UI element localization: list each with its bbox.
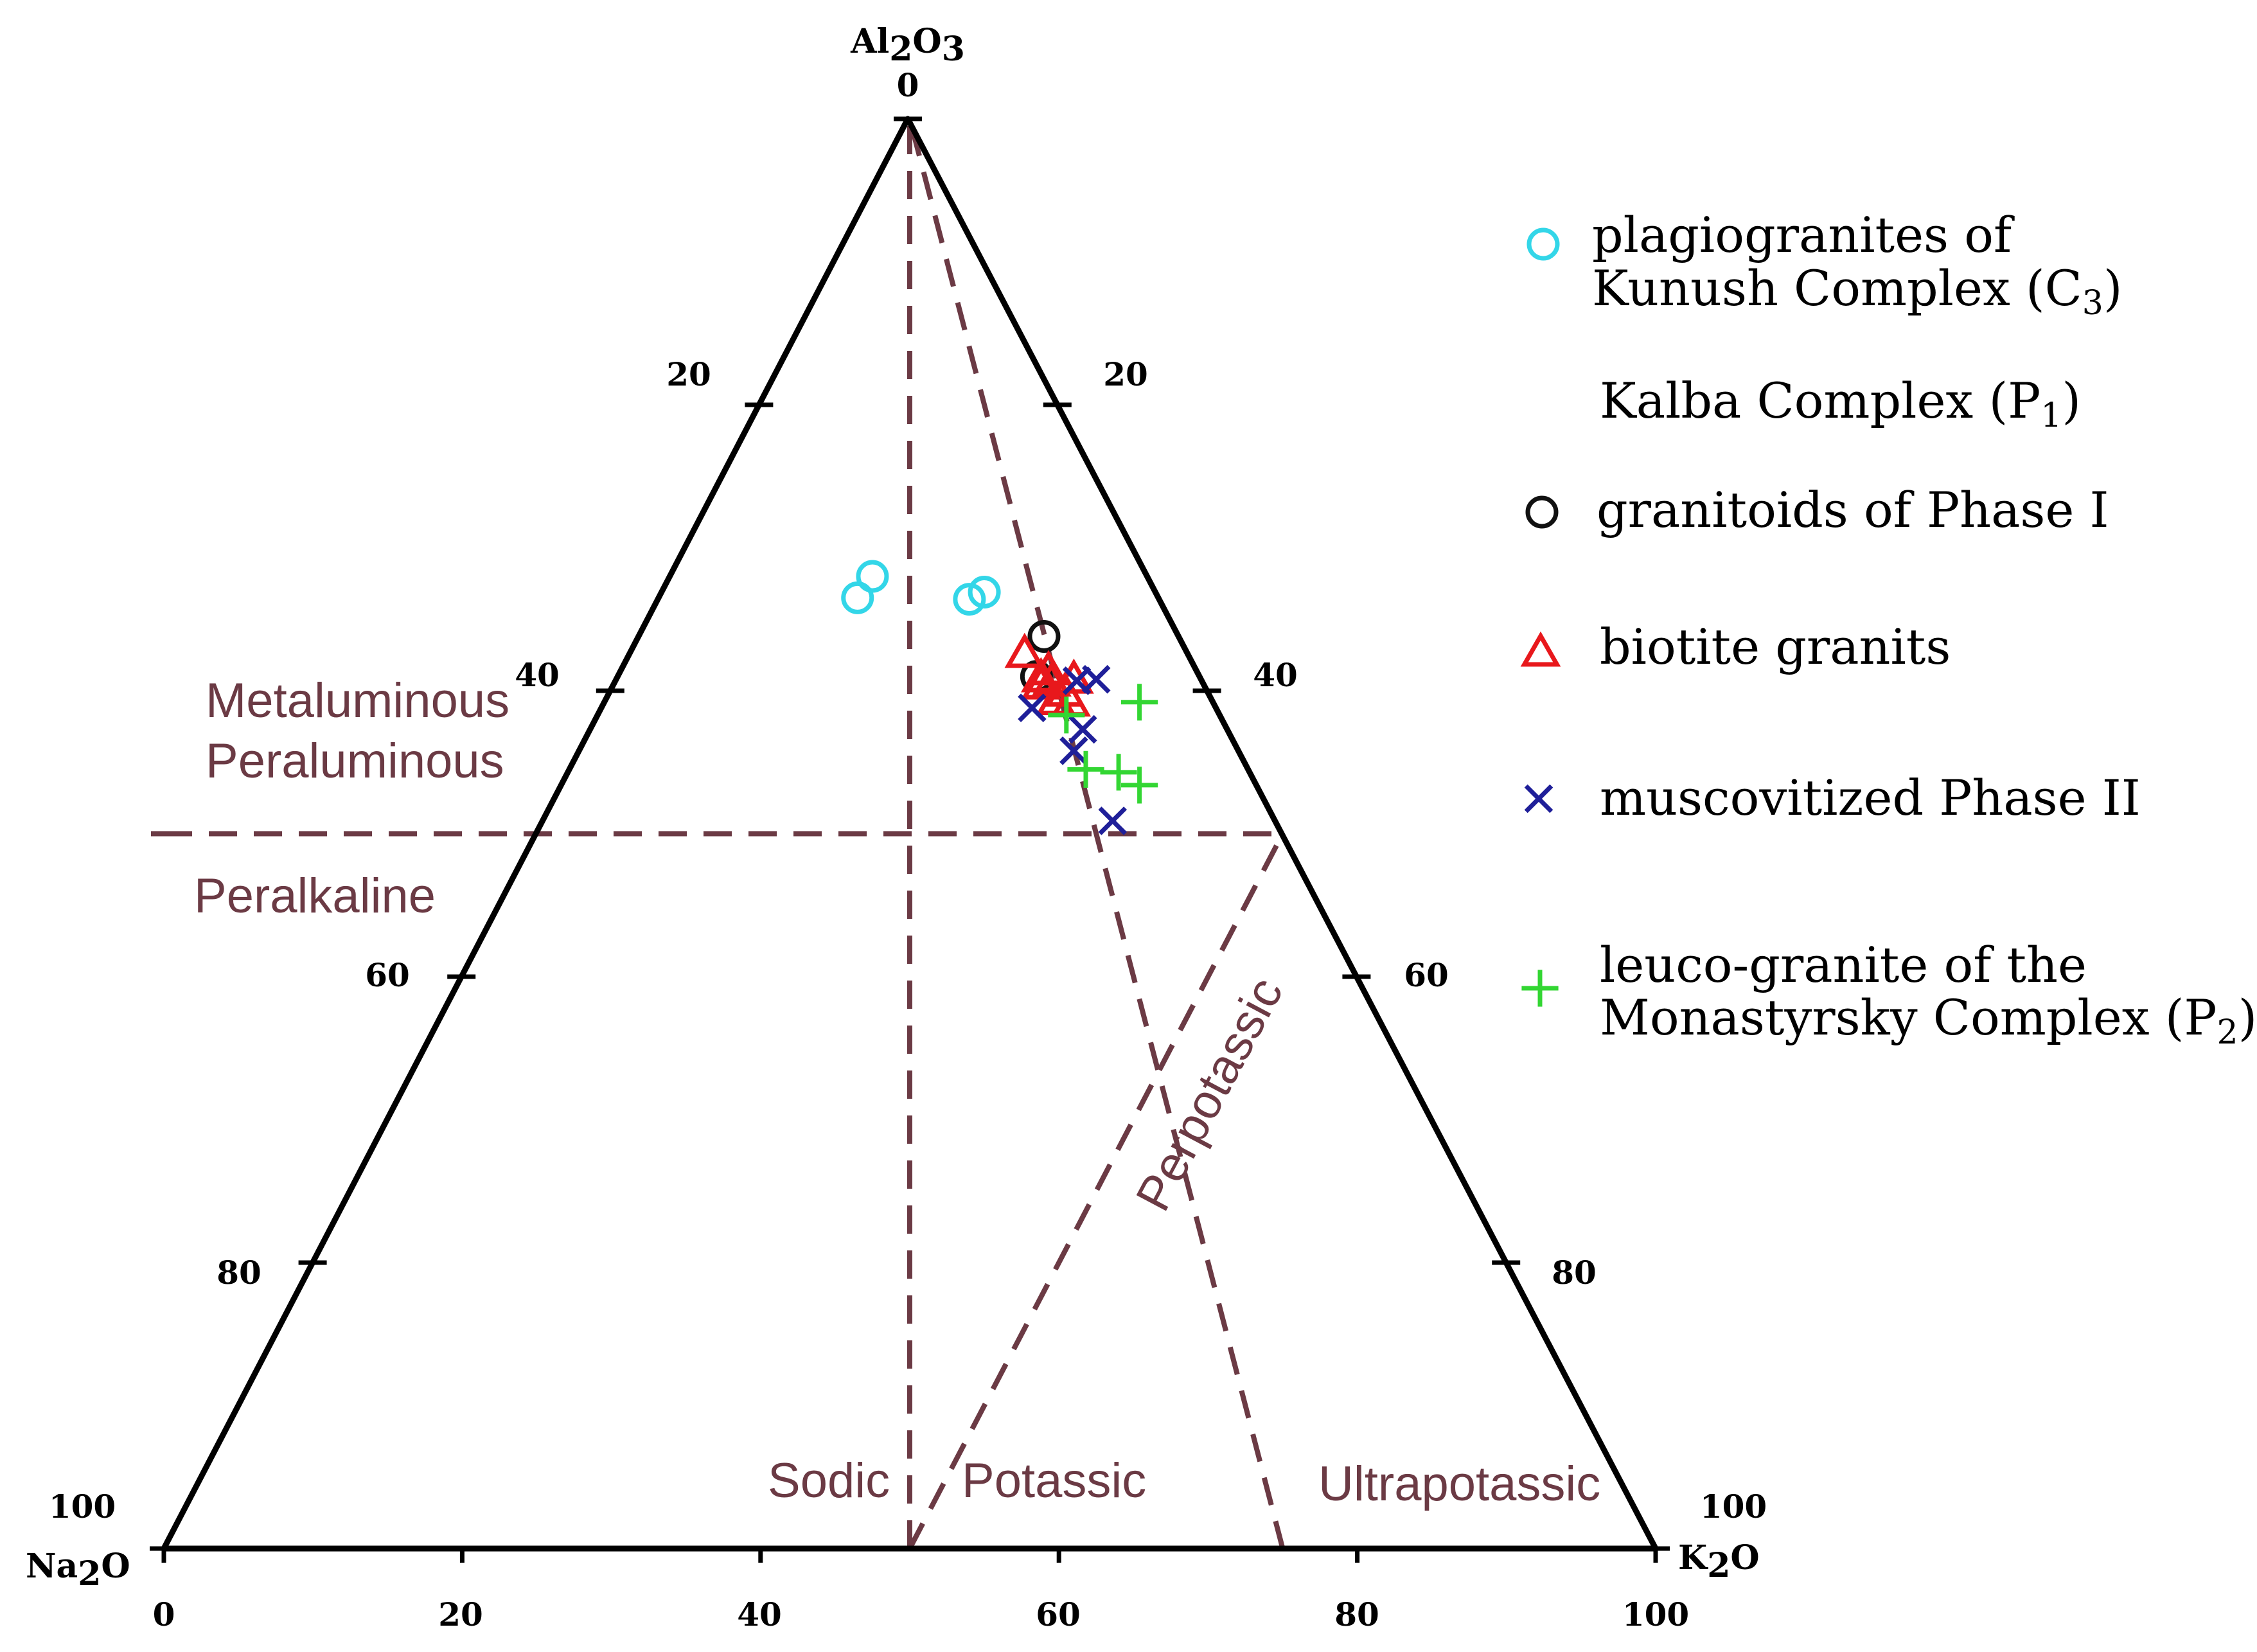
legend-entry-granitoids-phase-i: granitoids of Phase I (1597, 481, 2109, 538)
field-label-peralkaline: Peralkaline (194, 869, 436, 923)
left-tick-label: 0 (897, 66, 919, 104)
bottom-tick-label: 80 (1334, 1595, 1379, 1633)
left-tick-label: 80 (217, 1254, 261, 1292)
bottom-tick-labels: 0 20 40 60 80 100 (153, 1595, 1690, 1633)
data-point-s4 (1059, 736, 1088, 765)
bottom-tick-label: 20 (438, 1595, 483, 1633)
legend-marker-s2 (1525, 495, 1559, 529)
left-tick-label: 100 (49, 1488, 116, 1525)
data-point-s4 (1018, 693, 1047, 722)
data-points (841, 560, 1158, 835)
right-tick-label: 20 (1103, 355, 1148, 393)
legend-marker-s4 (1524, 784, 1553, 813)
right-tick-label: 80 (1552, 1254, 1597, 1292)
data-point-s1 (953, 583, 986, 616)
data-point-s5 (1120, 684, 1158, 721)
right-tick-label: 60 (1404, 956, 1449, 994)
boundary-ultrapotassic (907, 118, 1286, 1550)
data-point-s4 (1081, 664, 1111, 694)
legend-marker-s3 (1520, 631, 1561, 667)
apex-label-al2o3: Al2O3 (850, 22, 965, 69)
data-point-s5 (1100, 754, 1137, 791)
apex-label-na2o: Na2O (26, 1547, 130, 1594)
data-point-s3 (1021, 657, 1061, 693)
legend-header-kalba-complex: Kalba Complex (P1) (1600, 372, 2081, 435)
data-point-s4 (1068, 715, 1097, 744)
legend-entry-muscovitized-phase-ii: muscovitized Phase II (1600, 769, 2141, 826)
data-point-s4 (1098, 806, 1128, 835)
legend-marker-s1 (1527, 227, 1560, 261)
data-point-s3 (1004, 632, 1045, 668)
right-tick-label: 100 (1700, 1488, 1767, 1525)
apex-label-k2o: K2O (1678, 1538, 1760, 1585)
boundary-perpotassic (907, 832, 1286, 1550)
left-tick-label: 20 (666, 355, 711, 393)
bottom-tick-label: 100 (1622, 1595, 1689, 1633)
left-tick-labels: 0 20 40 60 80 100 (49, 66, 919, 1525)
legend: plagiogranites of Kunush Complex (C3) Ka… (1520, 206, 2257, 1052)
data-point-s2 (1027, 619, 1061, 653)
data-point-s5 (1048, 697, 1085, 734)
field-label-perpotassic: Perpotassic (1126, 968, 1293, 1220)
data-point-s1 (856, 560, 889, 593)
data-point-s1 (841, 581, 874, 614)
legend-entry-leuco-granite-line2: Monastyrsky Complex (P2) (1600, 989, 2257, 1052)
bottom-tick-label: 60 (1036, 1595, 1081, 1633)
field-label-sodic: Sodic (768, 1453, 890, 1508)
right-tick-labels: 20 40 60 80 100 (1103, 355, 1767, 1525)
data-point-s5 (1120, 767, 1158, 804)
legend-entry-plagiogranites-line1: plagiogranites of (1592, 206, 2015, 263)
legend-entry-biotite-granits: biotite granits (1600, 618, 1951, 675)
bottom-tick-label: 40 (737, 1595, 782, 1633)
axis-ticks (150, 116, 1670, 1563)
legend-entry-plagiogranites-line2: Kunush Complex (C3) (1592, 260, 2123, 323)
field-label-potassic: Potassic (962, 1453, 1146, 1508)
data-point-s3 (1028, 650, 1069, 686)
legend-markers (1520, 227, 1561, 1007)
data-point-s5 (1067, 751, 1104, 788)
legend-entry-leuco-granite-line1: leuco-granite of the (1600, 936, 2087, 993)
field-label-ultrapotassic: Ultrapotassic (1318, 1457, 1600, 1511)
left-tick-label: 40 (515, 656, 560, 694)
field-label-peraluminous: Peraluminous (206, 734, 504, 788)
field-label-metaluminous: Metaluminous (206, 673, 509, 728)
triangle-frame (161, 116, 1659, 1552)
right-tick-label: 40 (1253, 656, 1298, 694)
field-boundaries (151, 118, 1286, 1550)
data-point-s1 (968, 575, 1001, 608)
legend-marker-s5 (1521, 970, 1559, 1007)
bottom-tick-label: 0 (153, 1595, 175, 1633)
left-tick-label: 60 (365, 956, 410, 994)
